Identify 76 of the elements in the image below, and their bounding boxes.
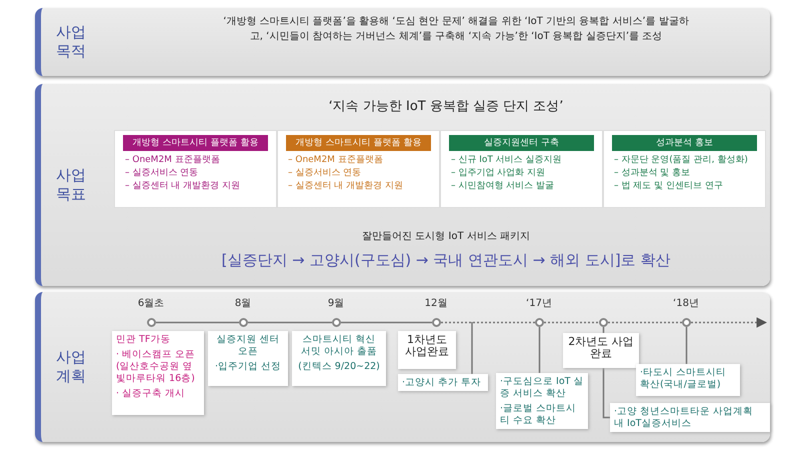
- timeline-box: [292, 331, 386, 386]
- timeline-box: [112, 331, 204, 415]
- milestone-text: ·구도심으로 IoT 실증 서비스 확산: [500, 376, 584, 400]
- month-label: 12월: [424, 297, 448, 310]
- milestone-detail: ·입주기업 선정: [214, 361, 282, 373]
- timeline-box: [398, 374, 488, 391]
- leader-line: [538, 327, 540, 373]
- month-label: 6월초: [136, 297, 166, 310]
- section-panel: [35, 84, 770, 286]
- month-label: 8월: [234, 297, 252, 310]
- section-heading: 사업 계획: [55, 348, 87, 386]
- bullet-item: – 신규 IoT 서비스 실증지원: [451, 154, 563, 167]
- expansion-path-text: [실증단지 → 고양시(구도심) → 국내 연관도시 → 해외 도시]로 확산: [220, 250, 672, 270]
- timeline-box: [398, 331, 456, 369]
- bullet-item: – 성과분석 및 홍보: [614, 167, 692, 180]
- timeline-line: [156, 322, 239, 324]
- section-heading: 사업 목표: [55, 166, 87, 204]
- goal-card: [603, 130, 766, 208]
- goal-card: [114, 130, 277, 208]
- timeline-line: [544, 322, 599, 324]
- bullet-item: – 실증서비스 연동: [125, 167, 200, 180]
- milestone-circle: [432, 318, 441, 327]
- milestone-detail: (킨텍스 9/20~22): [297, 361, 381, 373]
- timeline-box: [563, 333, 639, 368]
- milestone-text: 1차년도 사업완료: [404, 334, 450, 358]
- leader-line: [471, 322, 473, 374]
- milestone-circle: [599, 318, 608, 327]
- timeline-arrow: [691, 317, 768, 328]
- timeline-box: [610, 403, 770, 432]
- package-caption: 잘만들어진 도시형 IoT 서비스 패키지: [361, 230, 531, 244]
- milestone-detail: · 실증구축 개시: [116, 388, 186, 400]
- section-heading: 사업 목적: [55, 23, 87, 61]
- milestone-circle: [535, 318, 544, 327]
- milestone-text: ·타도시 스마트시티 확산(국내/글로벌): [640, 367, 728, 391]
- timeline-box: [496, 373, 588, 429]
- bullet-item: – 시민참여형 서비스 발굴: [451, 180, 556, 193]
- milestone-text: ·고양 청년스마트타운 사업계획 내 IoT실증서비스: [614, 406, 754, 430]
- bullet-item: – 실증서비스 연동: [288, 167, 362, 180]
- card-heading: 실증지원센터 구축: [449, 135, 594, 151]
- card-heading: 성과분석 홍보: [612, 135, 757, 151]
- timeline-box: [636, 364, 740, 396]
- milestone-circle: [332, 318, 341, 327]
- timeline-line: [441, 322, 535, 324]
- bullet-item: – OneM2M 표준플랫폼: [288, 154, 384, 167]
- milestone-circle: [147, 318, 156, 327]
- section-panel: [35, 8, 770, 76]
- milestone-text: ·고양시 추가 투자: [402, 377, 482, 389]
- goal-card: [277, 130, 440, 208]
- month-label: ‘18년: [672, 297, 700, 310]
- milestone-detail: ·글로벌 스마트시티 수요 확산: [500, 403, 578, 427]
- timeline-line: [341, 322, 432, 324]
- bullet-item: – 실증센터 내 개발환경 지원: [288, 180, 404, 193]
- timeline-box: [208, 331, 288, 386]
- goal-card: [440, 130, 603, 208]
- milestone-text: 스마트시티 혁신 서밋 아시아 출품: [300, 334, 378, 358]
- card-heading: 개방형 스마트시티 플랫폼 활용: [123, 135, 268, 151]
- bullet-item: – OneM2M 표준플랫폼: [125, 154, 221, 167]
- bullet-item: – 실증센터 내 개발환경 지원: [125, 180, 241, 193]
- milestone-text: 실증지원 센터오픈: [215, 334, 281, 358]
- bullet-item: – 법 제도 및 인센티브 연구: [614, 180, 724, 193]
- section-panel: [35, 292, 770, 442]
- bullet-item: – 자문단 운영(품질 관리, 활성화): [614, 154, 749, 167]
- timeline-line: [608, 322, 682, 324]
- milestone-circle: [239, 318, 248, 327]
- milestone-circle: [682, 318, 691, 327]
- bullet-item: – 입주기업 사업화 지원: [451, 167, 546, 180]
- month-label: ‘17년: [525, 297, 553, 310]
- timeline-line: [248, 322, 332, 324]
- purpose-text: ‘개방형 스마트시티 플랫폼’을 활용해 ‘도심 현안 문제’ 해결을 위한 ‘IoT 기반의 융복합 서비스’를 발굴하고, ‘시민들이 참여하는 거버넌스 체계’를 구축해 ‘지속 가능’한 ‘IoT 융복합 실증단지’를 조성: [222, 15, 690, 44]
- milestone-text: 2차년도 사업완료: [567, 336, 635, 360]
- card-heading: 개방형 스마트시티 플랫폼 활용: [286, 135, 431, 151]
- goal-slogan: ‘지속 가능한 IoT 융복합 실증 단지 조성’: [328, 98, 564, 116]
- milestone-text: 민관 TF가동: [116, 334, 172, 346]
- leader-line: [686, 327, 688, 364]
- milestone-detail: · 베이스캠프 오픈 (일산호수공원 옆 빛마루타워 16층): [116, 349, 196, 385]
- month-label: 9월: [326, 297, 346, 310]
